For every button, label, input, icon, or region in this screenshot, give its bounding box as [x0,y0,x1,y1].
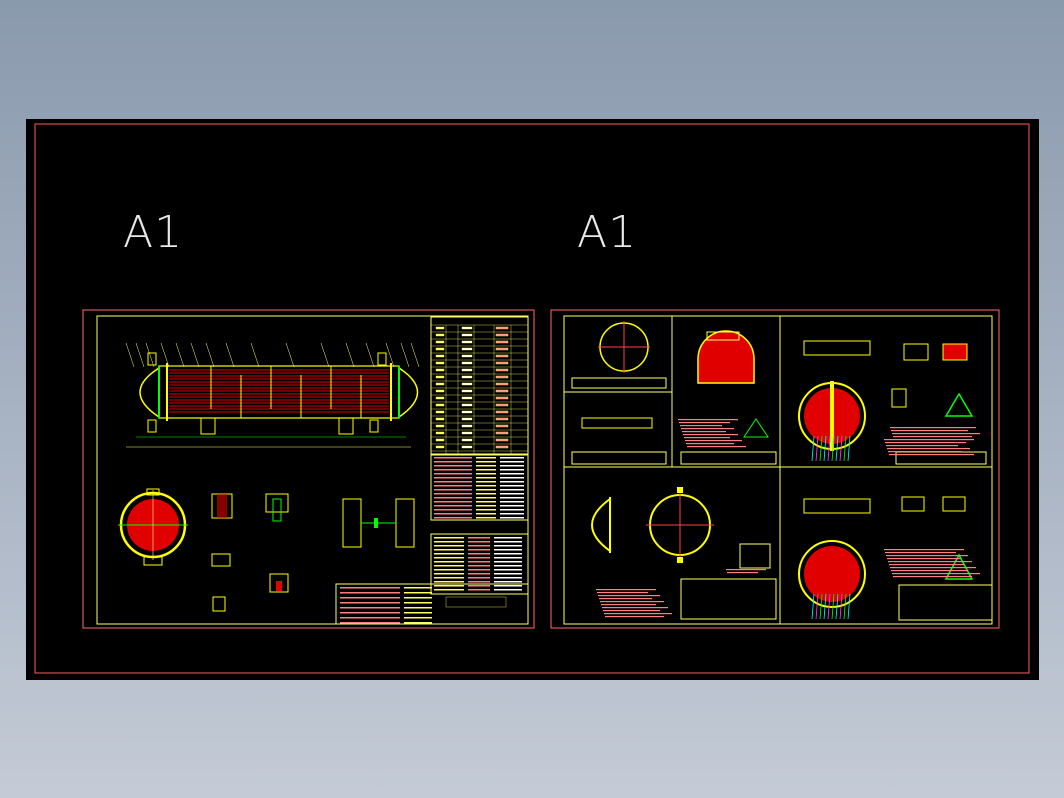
cad-model-space[interactable]: A1 A1 [26,119,1039,680]
sheet-2-tubesheet-section [798,496,993,621]
drawing-frame [34,123,1030,674]
sheet-2-tube-layout-view [798,340,987,465]
sheet-2-outer-border [550,309,1000,629]
sheet-1-size-label: A1 [123,207,184,258]
cad-drawing [34,123,1030,674]
sheet-2-head-view [591,487,777,620]
sheet-1-title-block [335,583,529,625]
heat-exchanger-elevation-view [125,342,420,448]
sheet-1[interactable] [82,309,535,629]
sheet-2-tubesheet-view [680,330,777,465]
sheet-1-cross-section [118,488,188,566]
sheet-2-size-label: A1 [577,207,638,258]
sheet-1-technical-table [430,316,529,595]
sheet-1-outer-border [82,309,535,629]
sheet-2-inner-border [563,315,993,625]
sheet-2[interactable] [550,309,1000,629]
sheet-1-detail-views [211,493,415,612]
sheet-2-flange-view [571,321,667,465]
sheet-2-technical-notes [596,419,980,618]
